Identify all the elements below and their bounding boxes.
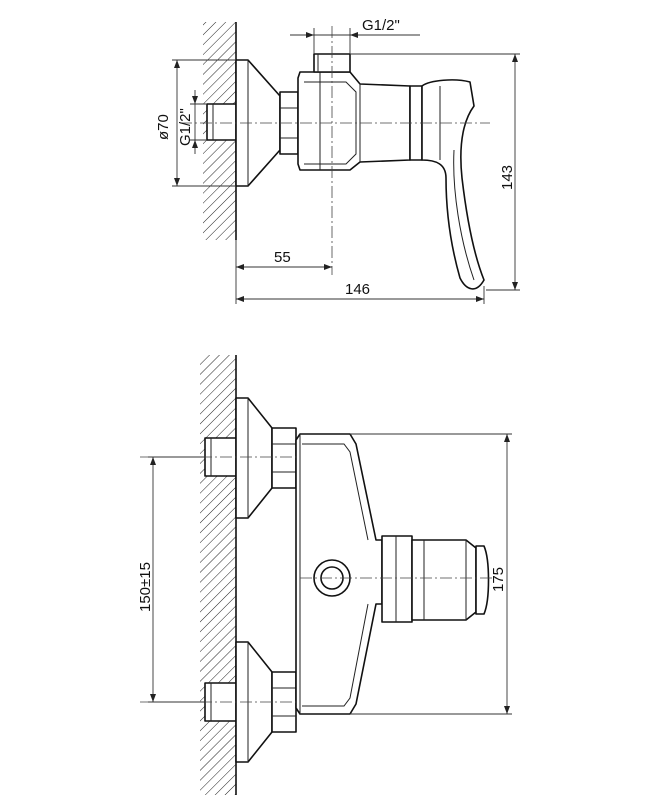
dim-depth: 55: [235, 240, 332, 272]
dim-thread-top: G1/2": [290, 17, 420, 54]
label-thread-top: G1/2": [362, 17, 400, 34]
label-depth: 55: [274, 249, 291, 266]
inlet-upper: [204, 397, 297, 519]
dim-thread-side: G1/2": [177, 90, 207, 154]
dim-spacing: 150±15: [137, 456, 205, 703]
label-spacing: 150±15: [137, 562, 154, 612]
label-diameter: ø70: [155, 114, 172, 140]
bottom-view: 150±15 175: [137, 355, 512, 795]
cartridge-bottom: [381, 535, 490, 623]
top-view: G1/2" ø70 G1/2" 143: [155, 17, 520, 304]
dim-length: 146: [235, 272, 485, 304]
mixer-body-top: [297, 53, 411, 171]
wall-hatch-bottom: [200, 355, 236, 795]
dim-height-bottom: 175: [350, 433, 512, 715]
dim-diameter: ø70: [155, 59, 236, 187]
label-height-bottom: 175: [490, 567, 507, 592]
mixer-body-bottom: [295, 433, 383, 715]
label-thread-side: G1/2": [177, 108, 194, 146]
lever-handle-top: [421, 79, 485, 290]
inlet-pipe-top: [206, 103, 237, 141]
label-height-top: 143: [499, 165, 516, 190]
label-length: 146: [345, 281, 370, 298]
dim-height-top: 143: [350, 53, 520, 291]
